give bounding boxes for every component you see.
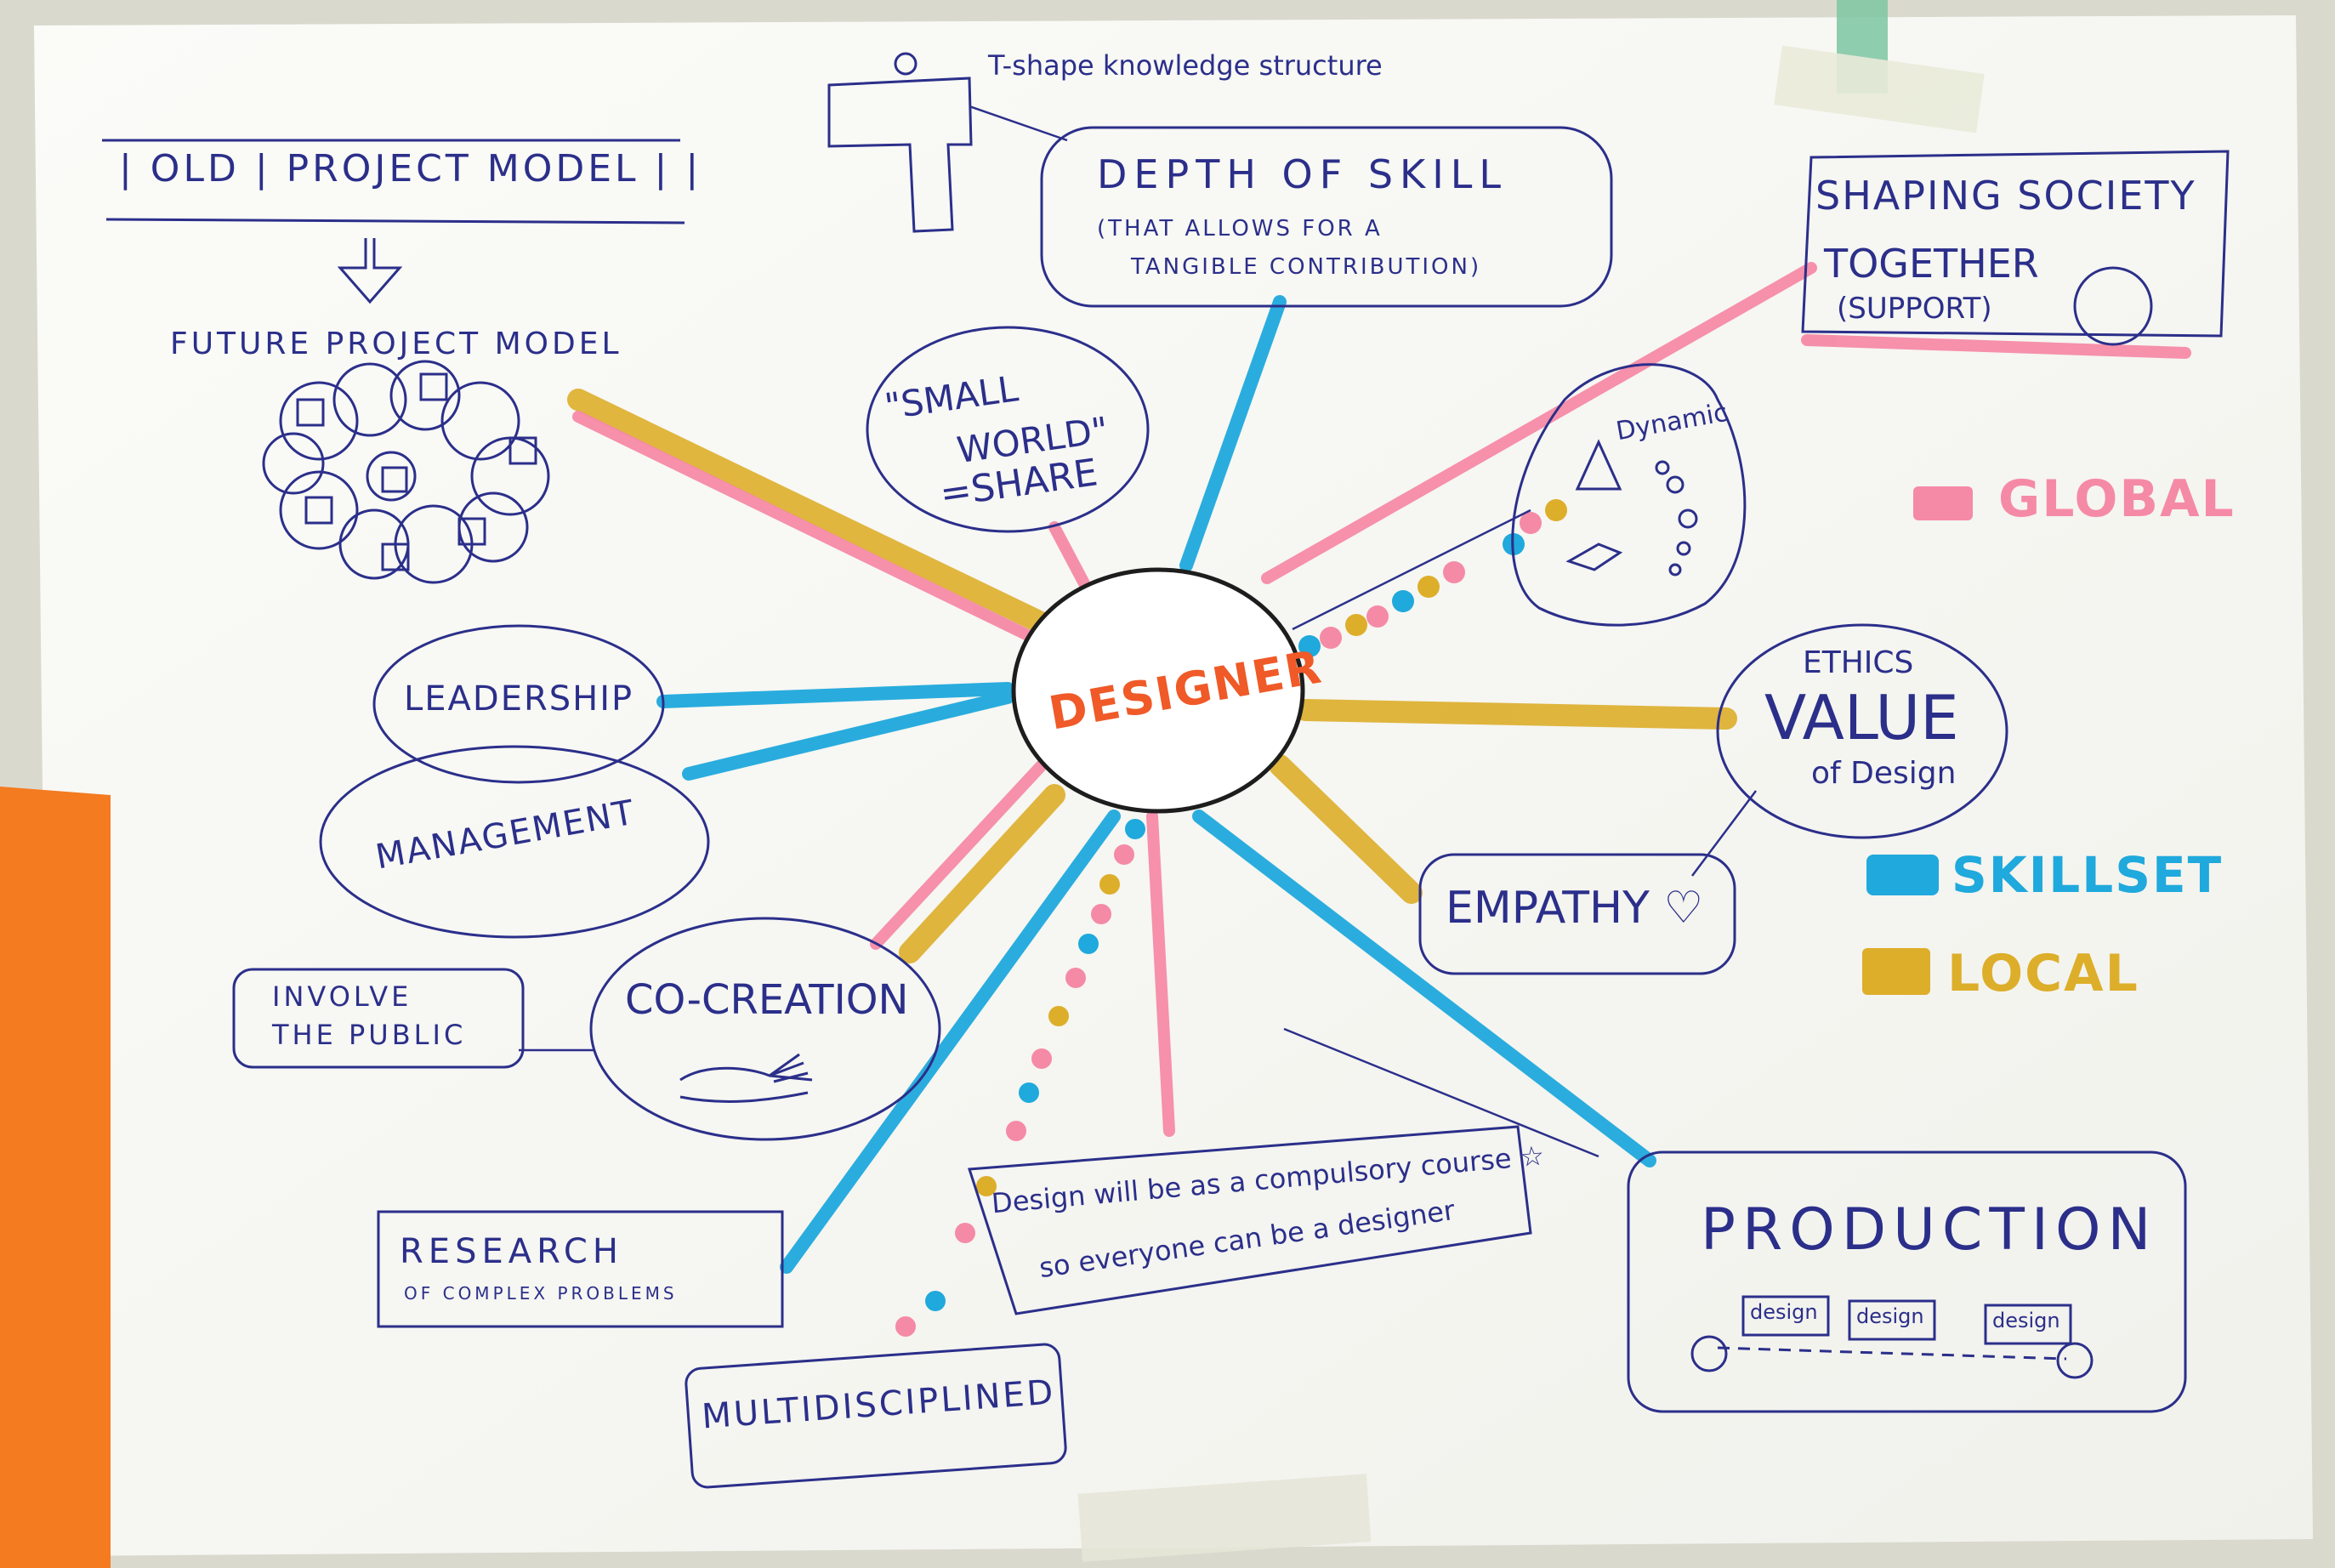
global-strokes xyxy=(572,262,2191,1137)
production-line xyxy=(1717,1346,2067,1361)
old-model-line-bottom xyxy=(105,218,685,224)
dots-to-dynamic xyxy=(1298,499,1567,657)
research-label-1: RESEARCH xyxy=(400,1232,623,1271)
design-tag-c: design xyxy=(1992,1309,2060,1332)
dots-to-multi xyxy=(895,819,1145,1337)
down-arrow-icon xyxy=(337,238,403,304)
dotted-strokes xyxy=(895,499,1567,1337)
production-label: PRODUCTION xyxy=(1701,1196,2158,1264)
handshake-icon xyxy=(679,1053,813,1103)
depth-title: DEPTH OF SKILL xyxy=(1097,151,1508,197)
stroke-global-6 xyxy=(1146,810,1175,1137)
empathy-box xyxy=(1418,853,1736,975)
stroke-global-3 xyxy=(1801,334,2191,359)
ink-shapes xyxy=(102,126,2230,1489)
dynamic-blob xyxy=(1511,363,1747,627)
depth-box xyxy=(1040,126,1613,308)
leadership-label: LEADERSHIP xyxy=(404,679,634,719)
design-tag-a-box xyxy=(1741,1295,1830,1337)
involve-label-1: INVOLVE xyxy=(272,980,412,1013)
design-tag-c-box xyxy=(1984,1304,2072,1345)
stroke-global-1 xyxy=(572,411,1048,648)
wheel-right xyxy=(2056,1342,2094,1379)
cocreation-label: CO-CREATION xyxy=(625,976,909,1024)
stroke-skill-2 xyxy=(656,682,1014,708)
value-label: VALUE xyxy=(1764,682,1959,753)
stroke-local-2 xyxy=(1294,699,1737,730)
corner-tape xyxy=(1774,45,1985,134)
design-tag-b: design xyxy=(1856,1304,1924,1328)
stroke-local-1 xyxy=(567,389,1057,636)
ink-lines xyxy=(519,105,1757,1158)
stroke-skill-5 xyxy=(1192,810,1656,1167)
future-project-model: FUTURE PROJECT MODEL xyxy=(170,327,622,361)
orange-sheet xyxy=(0,787,111,1568)
bottom-tape xyxy=(1077,1474,1372,1562)
designer-circle xyxy=(1011,567,1305,814)
stroke-local-4 xyxy=(899,784,1065,963)
legend-global-label: GLOBAL xyxy=(1998,469,2236,529)
depth-sub-2: TANGIBLE CONTRIBUTION) xyxy=(1131,254,1482,280)
pyramid-icon xyxy=(1575,439,1622,491)
shaping-society-1: SHAPING SOCIETY xyxy=(1815,173,2196,219)
shaping-society-2: TOGETHER xyxy=(1824,241,2039,287)
leadership-bubble xyxy=(372,624,665,784)
research-box xyxy=(377,1210,784,1328)
depth-sub-1: (THAT ALLOWS FOR A xyxy=(1097,216,1383,241)
local-strokes xyxy=(567,389,1737,963)
stroke-skill-3 xyxy=(682,690,1014,781)
t-shape-figure xyxy=(827,52,973,233)
future-model-cluster xyxy=(262,360,550,584)
small-world-bubble xyxy=(866,326,1150,533)
world-heart-icon xyxy=(2073,266,2153,346)
stroke-local-3 xyxy=(1269,754,1423,904)
of-design-label: of Design xyxy=(1811,756,1957,791)
wheel-left xyxy=(1690,1335,1728,1372)
value-bubble xyxy=(1716,623,2008,839)
research-label-2: OF COMPLEX PROBLEMS xyxy=(404,1283,678,1304)
stroke-global-5 xyxy=(870,759,1048,950)
legend-local-label: LOCAL xyxy=(1947,944,2139,1003)
production-box xyxy=(1627,1150,2187,1413)
stroke-skill-4 xyxy=(780,810,1121,1274)
multi-box xyxy=(685,1343,1067,1489)
legend-global-swatch xyxy=(1913,486,1973,520)
old-project-model: | OLD | PROJECT MODEL | | xyxy=(119,147,702,190)
cocreation-bubble xyxy=(589,917,941,1141)
shaping-box xyxy=(1801,150,2230,338)
shaping-society-3: (SUPPORT) xyxy=(1837,292,1992,326)
skillset-strokes xyxy=(656,295,1656,1274)
involve-box xyxy=(232,968,525,1069)
involve-label-2: THE PUBLIC xyxy=(272,1019,467,1051)
empathy-label: EMPATHY ♡ xyxy=(1446,883,1704,934)
ethics-label: ETHICS xyxy=(1803,645,1914,680)
design-tag-b-box xyxy=(1848,1299,1936,1341)
design-tag-a: design xyxy=(1750,1300,1818,1324)
course-box xyxy=(967,1125,1532,1315)
shapes-icon xyxy=(1565,543,1623,571)
legend-skillset-label: SKILLSET xyxy=(1952,846,2224,904)
t-shape-label: T-shape knowledge structure xyxy=(988,49,1383,82)
legend-local-swatch xyxy=(1862,948,1930,995)
stroke-global-2 xyxy=(1261,262,1817,584)
management-bubble xyxy=(319,745,710,939)
legend-skillset-swatch xyxy=(1866,855,1939,895)
stroke-skill-1 xyxy=(1179,295,1287,572)
